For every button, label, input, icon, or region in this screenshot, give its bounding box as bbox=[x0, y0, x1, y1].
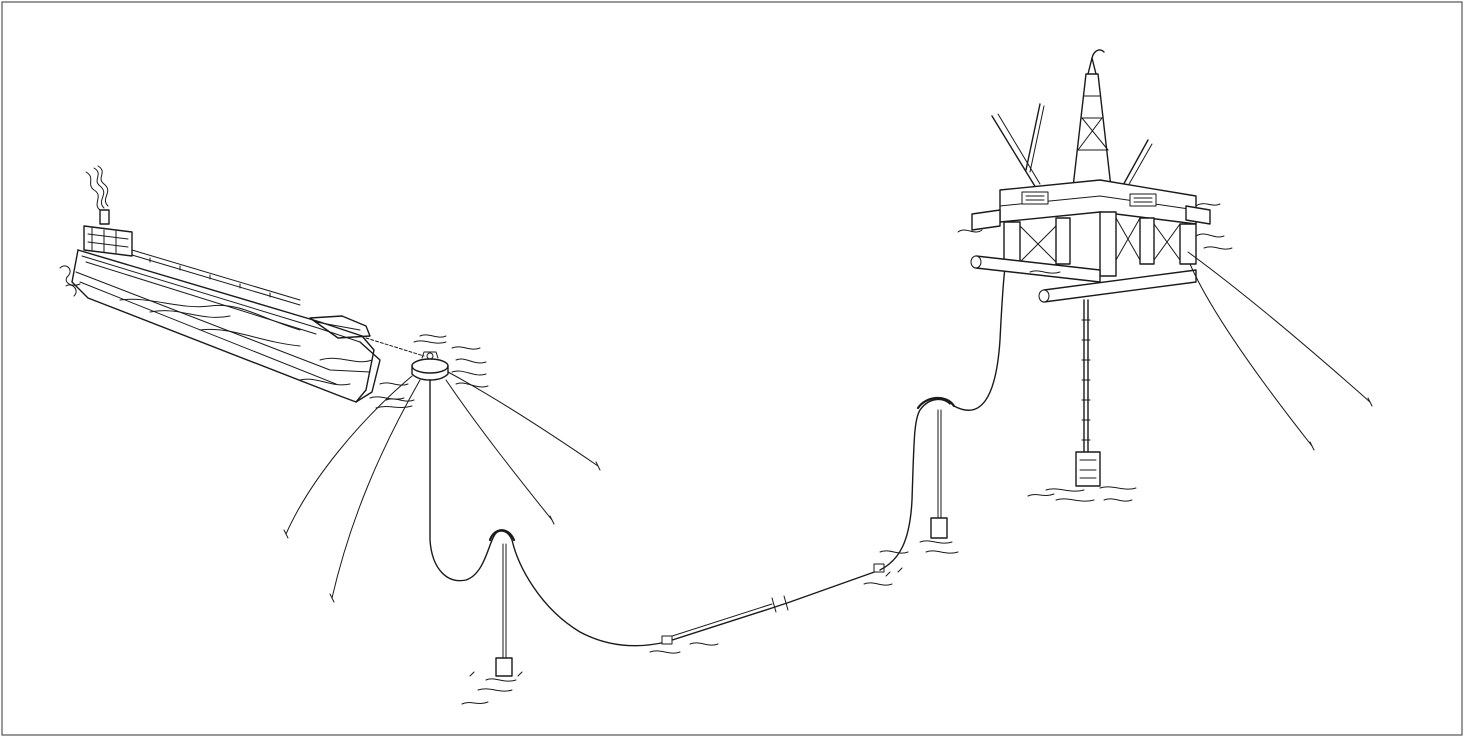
hawser-line bbox=[366, 338, 424, 356]
flexible-pipeline-icon bbox=[430, 262, 1006, 704]
buoy-anchor-chains bbox=[284, 372, 600, 602]
tanker-ship-icon bbox=[60, 166, 412, 408]
mooring-buoy-icon bbox=[380, 335, 488, 401]
semi-submersible-platform-icon bbox=[958, 50, 1372, 501]
